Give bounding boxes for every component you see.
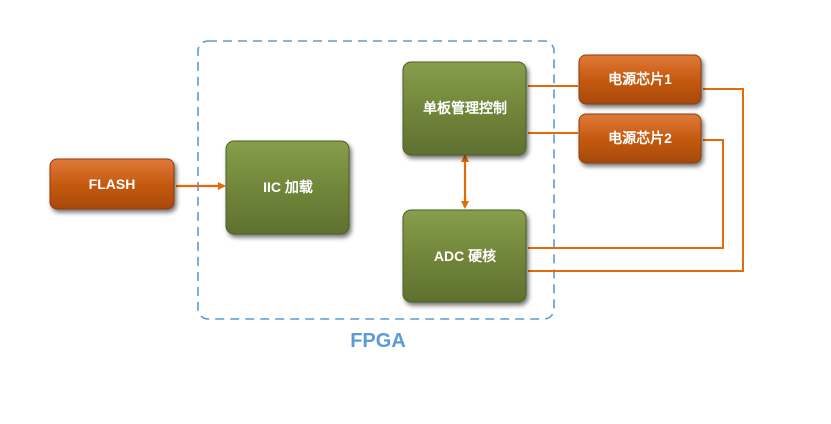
power1-block xyxy=(578,54,702,105)
adc-label: ADC 硬核 xyxy=(434,248,496,264)
flash-block xyxy=(49,158,175,210)
power2-to-adc-line xyxy=(528,139,724,249)
power2-label: 电源芯片2 xyxy=(608,130,672,146)
board-mgmt-label: 单板管理控制 xyxy=(423,100,507,116)
flash-label: FLASH xyxy=(89,176,136,192)
adc-block xyxy=(402,209,527,303)
board-mgmt-block xyxy=(402,61,527,156)
power1-to-adc-line xyxy=(528,88,744,272)
power1-label: 电源芯片1 xyxy=(608,71,672,87)
power2-block xyxy=(578,113,702,164)
fpga-boundary xyxy=(197,40,555,320)
fpga-label: FPGA xyxy=(350,330,406,352)
iic-label: IIC 加载 xyxy=(263,179,313,195)
iic-block xyxy=(225,140,350,235)
